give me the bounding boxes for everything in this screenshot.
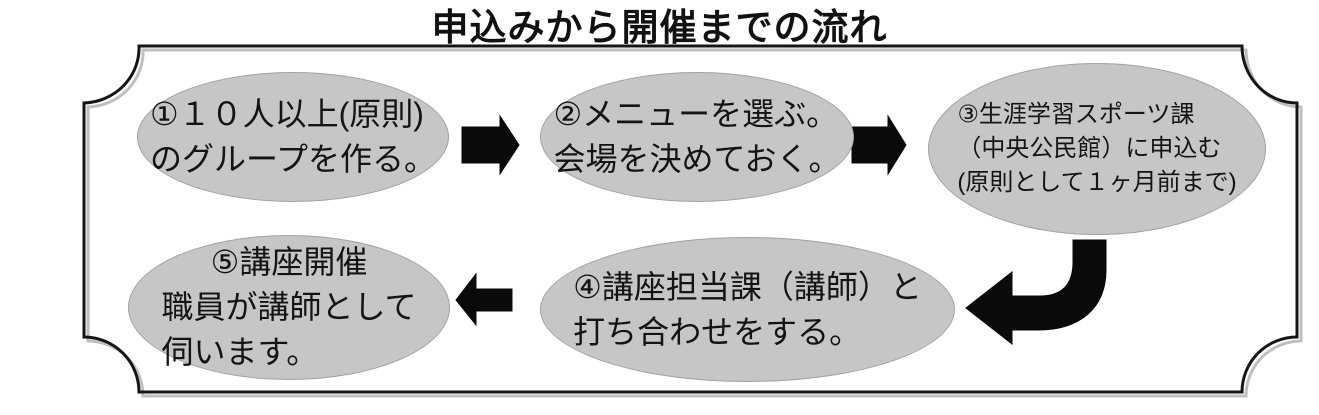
step-text-line: 職員が講師として (161, 289, 417, 325)
step-text-line: （中央公民館）に申込む (957, 135, 1222, 162)
step-ellipse-choose-menu-venue: ②メニューを選ぶ。 会場を決めておく。 (540, 72, 854, 202)
arrow-right-icon (461, 114, 520, 176)
step-text-line: 会場を決めておく。 (553, 141, 841, 177)
step-ellipse-meeting-with-lecturer: ④講座担当課（講師）と 打ち合わせをする。 (540, 237, 955, 382)
arrow-bent-down-left-icon (965, 239, 1107, 346)
arrow-left-icon (455, 272, 513, 327)
step-text-line: ③生涯学習スポーツ課 (957, 101, 1195, 128)
step-text-line: ⑤講座開催 (210, 244, 368, 280)
step-text-line: (原則として１ヶ月前まで) (957, 169, 1237, 196)
step-text-line: ①１０人以上(原則) (149, 96, 424, 132)
step-text-line: 打ち合わせをする。 (573, 313, 862, 350)
step-text-line: ②メニューを選ぶ。 (553, 96, 839, 132)
step-text-line: ④講座担当課（講師）と (573, 268, 922, 305)
step-ellipse-form-group: ①１０人以上(原則) のグループを作る。 (137, 72, 449, 202)
step-text-line: のグループを作る。 (149, 141, 437, 177)
step-ellipse-course-held: ⑤講座開催 職員が講師として 伺います。 (128, 235, 450, 380)
step-text-line: 伺います。 (161, 334, 319, 370)
page-title: 申込みから開催までの流れ (431, 7, 888, 48)
arrow-right-icon (851, 114, 907, 176)
step-ellipse-apply-to-division: ③生涯学習スポーツ課 （中央公民館）に申込む (原則として１ヶ月前まで) (928, 63, 1266, 235)
